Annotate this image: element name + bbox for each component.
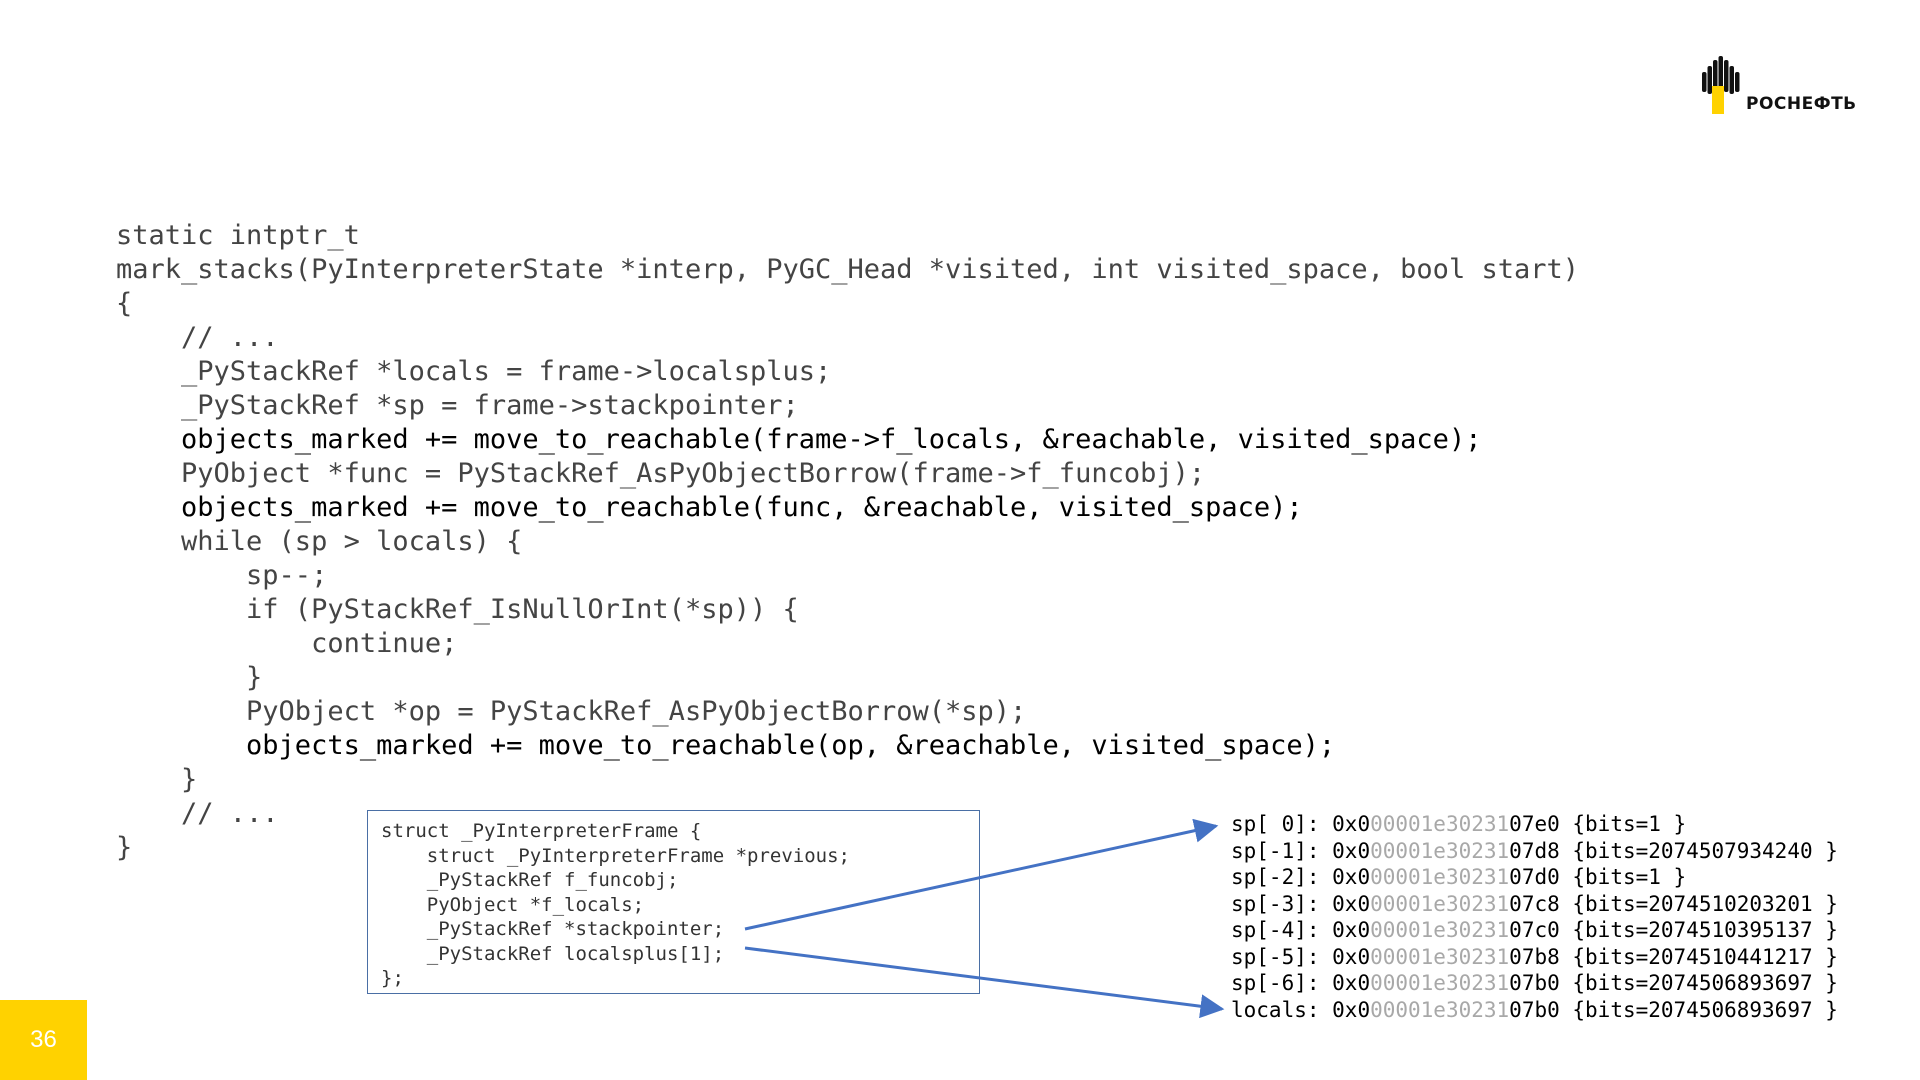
stack-row: sp[-5]: 0x000001e3023107b8 {bits=2074510… [1231,945,1838,969]
struct-line: _PyStackRef localsplus[1]; [381,942,725,965]
stack-row: sp[-6]: 0x000001e3023107b0 {bits=2074506… [1231,971,1838,995]
code-line: objects_marked += move_to_reachable(op, … [116,730,1336,761]
address-suffix: 07b0 [1509,971,1560,995]
bits-value: {bits=1 } [1559,812,1687,836]
stack-row: sp[-2]: 0x000001e3023107d0 {bits=1 } [1231,865,1686,889]
struct-line: _PyStackRef *stackpointer; [381,918,725,940]
stack-label: sp[ 0]: [1231,812,1333,836]
page-number: 36 [30,1026,57,1053]
stack-label: sp[-2]: [1231,865,1333,889]
address-prefix: 0x0 [1332,838,1371,863]
stack-label: sp[-6]: [1231,971,1333,995]
address-suffix: 07b0 [1509,997,1560,1022]
address-dim: 00001e30231 [1370,838,1510,863]
address-prefix: 0x0 [1332,891,1371,916]
address-dim: 00001e30231 [1370,997,1510,1022]
code-line: } [116,662,263,693]
address-dim: 00001e30231 [1370,865,1510,889]
code-line: sp--; [116,560,328,591]
stack-dump: sp[ 0]: 0x000001e3023107e0 {bits=1 } sp[… [1231,811,1838,1023]
address-suffix: 07b8 [1509,944,1560,969]
address-prefix: 0x0 [1332,812,1371,836]
address-prefix: 0x0 [1332,944,1371,969]
struct-code: struct _PyInterpreterFrame { struct _PyI… [381,819,850,991]
bits-value: {bits=2074510441217 } [1559,944,1838,969]
code-line: // ... [116,798,279,829]
address-dim: 00001e30231 [1370,918,1510,942]
rosneft-logo: РОСНЕФТЬ [1700,56,1870,118]
address-dim: 00001e30231 [1370,891,1510,916]
stack-row: sp[-1]: 0x000001e3023107d8 {bits=2074507… [1231,839,1838,863]
address-prefix: 0x0 [1332,971,1371,995]
code-block: static intptr_t mark_stacks(PyInterprete… [116,219,1579,865]
address-prefix: 0x0 [1332,918,1371,942]
struct-line: struct _PyInterpreterFrame *previous; [381,844,850,867]
code-line: mark_stacks(PyInterpreterState *interp, … [116,254,1579,285]
struct-line: }; [381,967,404,989]
stack-label: sp[-5]: [1231,944,1333,969]
code-line: PyObject *func = PyStackRef_AsPyObjectBo… [116,458,1206,489]
code-line: _PyStackRef *sp = frame->stackpointer; [116,390,799,421]
stack-label: locals: [1231,997,1333,1022]
stack-label: sp[-1]: [1231,838,1333,863]
code-line: while (sp > locals) { [116,526,523,557]
struct-line: _PyStackRef f_funcobj; [381,869,679,891]
code-line: PyObject *op = PyStackRef_AsPyObjectBorr… [116,696,1027,727]
bits-value: {bits=2074510203201 } [1559,891,1838,916]
address-dim: 00001e30231 [1370,812,1510,836]
code-line: { [116,288,133,319]
stack-row: locals: 0x000001e3023107b0 {bits=2074506… [1231,998,1838,1022]
struct-line: PyObject *f_locals; [381,893,645,916]
bits-value: {bits=2074506893697 } [1559,997,1838,1022]
logo-wordmark: РОСНЕФТЬ [1746,94,1857,114]
bits-value: {bits=2074506893697 } [1559,971,1838,995]
address-prefix: 0x0 [1332,997,1371,1022]
address-dim: 00001e30231 [1370,971,1510,995]
code-line: objects_marked += move_to_reachable(func… [116,492,1303,523]
struct-definition-box: struct _PyInterpreterFrame { struct _PyI… [367,810,980,994]
code-line: } [116,764,198,795]
address-suffix: 07c0 [1509,918,1560,942]
address-dim: 00001e30231 [1370,944,1510,969]
address-prefix: 0x0 [1332,865,1371,889]
rosneft-logo-icon [1702,56,1740,114]
code-line: _PyStackRef *locals = frame->localsplus; [116,356,832,387]
address-suffix: 07d8 [1509,838,1560,863]
bits-value: {bits=2074510395137 } [1559,918,1838,942]
bits-value: {bits=1 } [1559,865,1687,889]
code-line: objects_marked += move_to_reachable(fram… [116,424,1482,455]
stack-row: sp[-3]: 0x000001e3023107c8 {bits=2074510… [1231,892,1838,916]
struct-line: struct _PyInterpreterFrame { [381,820,702,842]
stack-label: sp[-3]: [1231,891,1333,916]
code-line: static intptr_t [116,220,360,251]
page-number-badge: 36 [0,1000,87,1080]
address-suffix: 07c8 [1509,891,1560,916]
bits-value: {bits=2074507934240 } [1559,838,1838,863]
address-suffix: 07e0 [1509,812,1560,836]
code-line: continue; [116,628,458,659]
code-line: if (PyStackRef_IsNullOrInt(*sp)) { [116,594,799,625]
stack-row: sp[ 0]: 0x000001e3023107e0 {bits=1 } [1231,812,1686,836]
code-line: } [116,832,133,863]
address-suffix: 07d0 [1509,865,1560,889]
stack-row: sp[-4]: 0x000001e3023107c0 {bits=2074510… [1231,918,1838,942]
code-line: // ... [116,322,279,353]
stack-label: sp[-4]: [1231,918,1333,942]
